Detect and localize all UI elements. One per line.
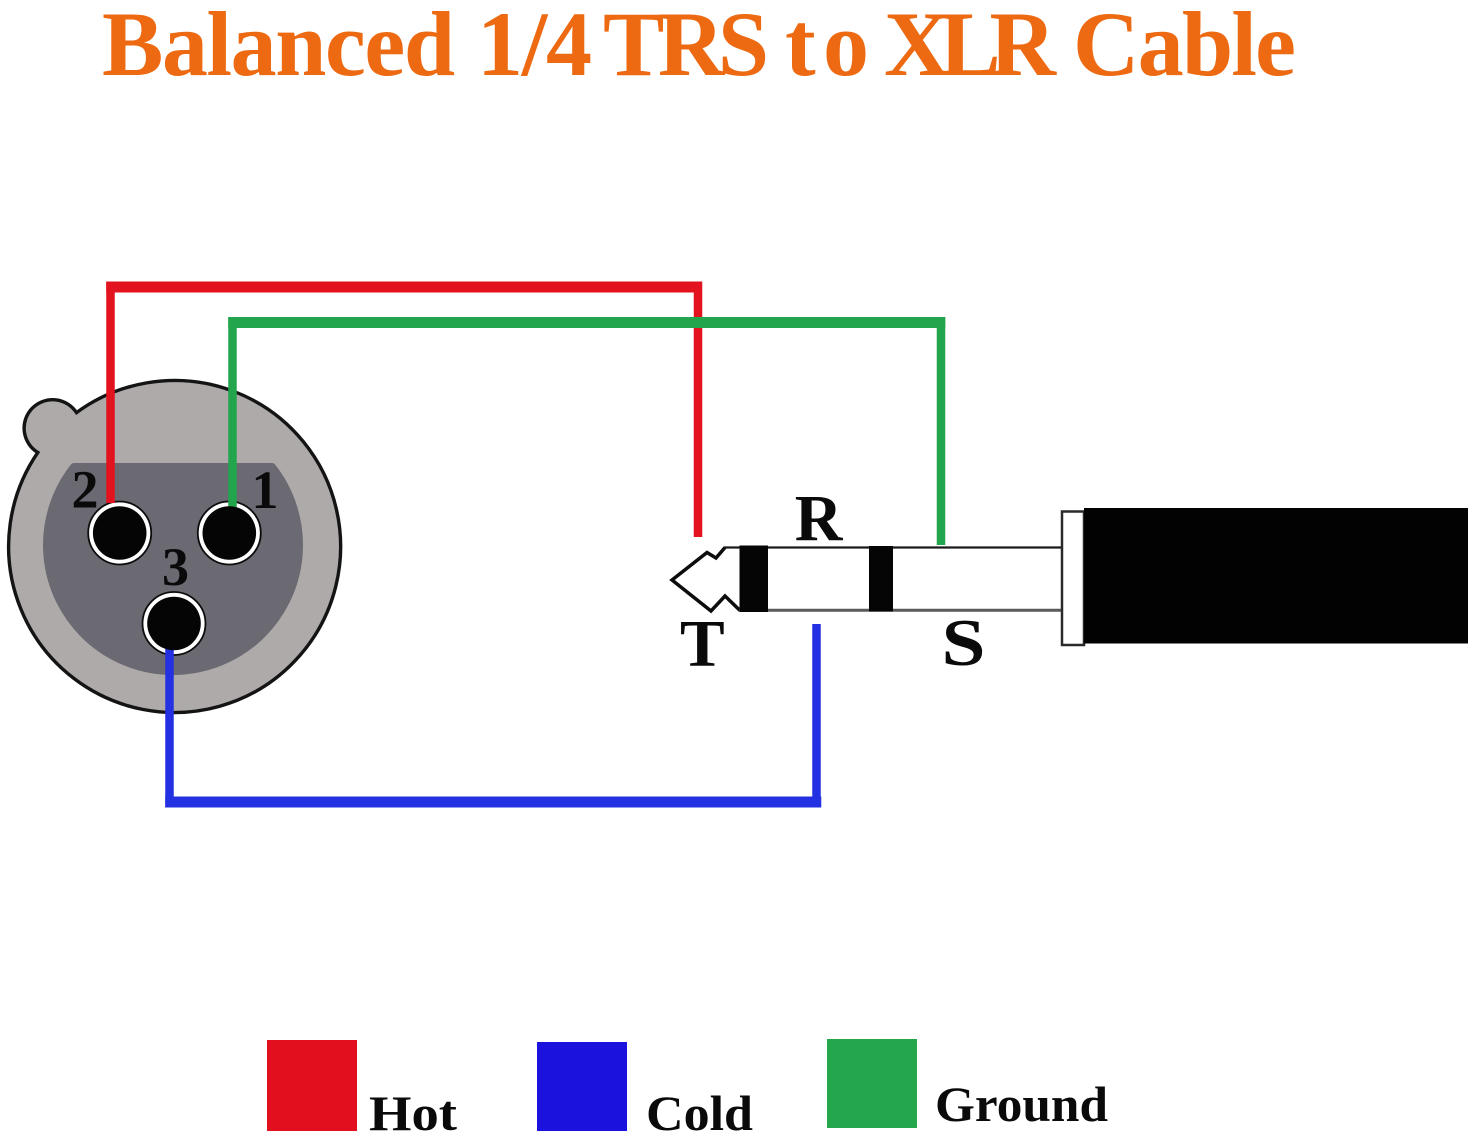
svg-text:3: 3 [162,537,189,597]
svg-text:Hot: Hot [369,1085,457,1140]
svg-text:S: S [942,606,986,680]
svg-text:Cold: Cold [646,1085,753,1140]
svg-text:Ground: Ground [935,1076,1108,1132]
svg-text:R: R [795,482,844,555]
svg-text:T: T [680,607,725,681]
svg-text:1: 1 [252,460,279,520]
svg-text:2: 2 [72,460,99,520]
